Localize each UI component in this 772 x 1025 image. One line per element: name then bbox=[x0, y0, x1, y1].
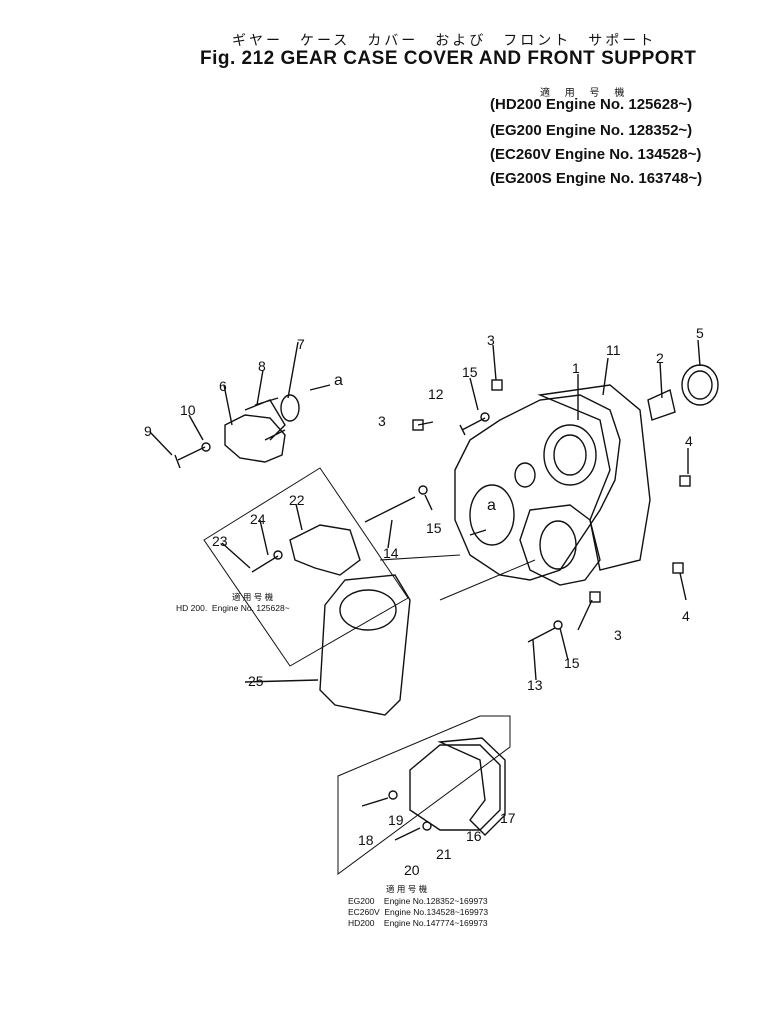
hd200-note: HD 200. Engine No. 125628~ bbox=[176, 603, 290, 613]
callout-17: 17 bbox=[500, 810, 516, 826]
callout-8: 8 bbox=[258, 358, 266, 374]
serial-line-eg200: (EG200 Engine No. 128352~) bbox=[490, 122, 693, 139]
page-title: Fig. 212 GEAR CASE COVER AND FRONT SUPPO… bbox=[200, 48, 697, 69]
support-bracket bbox=[289, 524, 361, 576]
callout-12: 12 bbox=[428, 386, 444, 402]
bolt-18 bbox=[361, 797, 389, 807]
callout-21: 21 bbox=[436, 846, 452, 862]
callout-5: 5 bbox=[696, 325, 704, 341]
callout-10: 10 bbox=[180, 402, 196, 418]
callout-16: 16 bbox=[466, 828, 482, 844]
front-support-cap bbox=[224, 414, 286, 463]
serial-line-hd200: (HD200 Engine No. 125628~) bbox=[490, 96, 693, 113]
hd200-note-heading: 適 用 号 機 bbox=[232, 592, 274, 602]
gear-case-cover bbox=[454, 394, 621, 581]
lower-note-line: HD200 Engine No.147774~169973 bbox=[348, 918, 488, 928]
callout-a: a bbox=[334, 372, 343, 389]
bushing bbox=[647, 389, 676, 421]
callout-3: 3 bbox=[487, 332, 495, 348]
callout-4: 4 bbox=[685, 433, 693, 449]
callout-6: 6 bbox=[219, 378, 227, 394]
serial-line-ec260v: (EC260V Engine No. 134528~) bbox=[490, 146, 702, 163]
callout-19: 19 bbox=[388, 812, 404, 828]
callout-24: 24 bbox=[250, 511, 266, 527]
bolt-20 bbox=[394, 827, 421, 841]
applicable-serial-heading: 適 用 号 機 bbox=[540, 88, 631, 99]
front-oil-seal-bore bbox=[469, 484, 515, 546]
callout-22: 22 bbox=[289, 492, 305, 508]
callout-11: 11 bbox=[606, 342, 621, 358]
gasket bbox=[537, 384, 651, 571]
callout-13: 13 bbox=[527, 677, 543, 693]
callout-14: 14 bbox=[383, 545, 399, 561]
callout-20: 20 bbox=[404, 862, 420, 878]
bolt-13 bbox=[527, 627, 556, 643]
callout-4: 4 bbox=[682, 608, 690, 624]
callout-a: a bbox=[487, 497, 496, 514]
callout-23: 23 bbox=[212, 533, 228, 549]
callout-1: 1 bbox=[572, 360, 580, 376]
o-ring bbox=[280, 394, 300, 422]
front-support bbox=[319, 574, 411, 716]
lower-note-line: EC260V Engine No.134528~169973 bbox=[348, 907, 489, 917]
bolt-14 bbox=[364, 496, 416, 523]
callout-15: 15 bbox=[462, 364, 478, 380]
lower-note-heading: 適 用 号 機 bbox=[386, 884, 428, 894]
callout-25: 25 bbox=[248, 673, 264, 689]
callout-18: 18 bbox=[358, 832, 374, 848]
serial-line-eg200s: (EG200S Engine No. 163748~) bbox=[490, 170, 703, 187]
cover-bore bbox=[543, 424, 597, 486]
callout-15: 15 bbox=[564, 655, 580, 671]
callout-9: 9 bbox=[144, 423, 152, 439]
page-title-japanese: ギヤー ケース カバー および フロント サポート bbox=[232, 32, 657, 48]
bolt-12 bbox=[459, 417, 486, 436]
lower-note-line: EG200 Engine No.128352~169973 bbox=[348, 896, 488, 906]
callout-3: 3 bbox=[378, 413, 386, 429]
lower-gasket bbox=[437, 737, 506, 836]
callout-2: 2 bbox=[656, 350, 664, 366]
lower-cover-plate bbox=[409, 744, 501, 831]
cover-plate bbox=[519, 504, 601, 586]
bracket-fins bbox=[244, 397, 286, 441]
bolt-23 bbox=[251, 555, 279, 573]
callout-3: 3 bbox=[614, 627, 622, 643]
bolt-9 bbox=[174, 446, 206, 469]
callout-7: 7 bbox=[297, 336, 305, 352]
callout-15: 15 bbox=[426, 520, 442, 536]
